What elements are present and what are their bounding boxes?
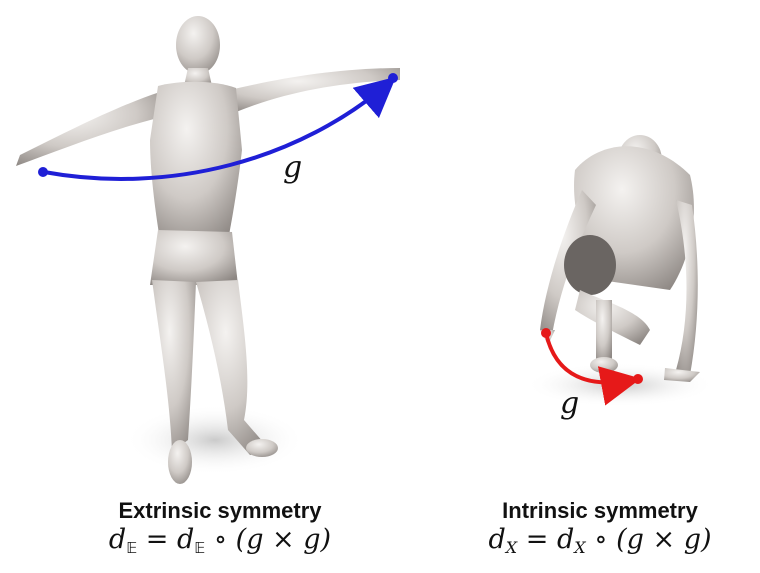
intrinsic-arc-label: g: [560, 386, 580, 421]
arc-end-point: [633, 374, 643, 384]
standing-figure: [16, 16, 400, 484]
intrinsic-title: Intrinsic symmetry: [502, 498, 698, 523]
extrinsic-arc-label: g: [283, 150, 303, 185]
formula-group: (g × g): [235, 524, 332, 555]
formula-compose: ∘: [594, 524, 608, 555]
extrinsic-arc: [38, 73, 398, 181]
formula-subscript: X: [505, 538, 518, 557]
formula-symbol: d: [176, 524, 195, 555]
extrinsic-formula: d𝔼 = d𝔼 ∘ (g × g): [50, 524, 390, 557]
intrinsic-arc: [541, 328, 643, 406]
formula-equals: =: [525, 524, 549, 555]
extrinsic-caption: Extrinsic symmetry d𝔼 = d𝔼 ∘ (g × g): [50, 498, 390, 557]
formula-group: (g × g): [616, 524, 712, 555]
formula-equals: =: [145, 524, 169, 555]
formula-symbol: d: [556, 524, 575, 555]
arc-start-point: [541, 328, 551, 338]
arc-start-point: [38, 167, 48, 177]
formula-symbol: d: [488, 524, 506, 555]
formula-symbol: d: [108, 524, 127, 555]
extrinsic-title: Extrinsic symmetry: [118, 498, 322, 523]
formula-subscript: 𝔼: [126, 539, 138, 557]
formula-subscript: 𝔼: [194, 539, 206, 557]
formula-subscript: X: [574, 538, 586, 557]
crouching-figure: [525, 135, 715, 407]
formula-compose: ∘: [213, 524, 228, 555]
arc-end-point: [388, 73, 398, 83]
intrinsic-formula: dX = dX ∘ (g × g): [440, 524, 760, 557]
intrinsic-caption: Intrinsic symmetry dX = dX ∘ (g × g): [440, 498, 760, 557]
